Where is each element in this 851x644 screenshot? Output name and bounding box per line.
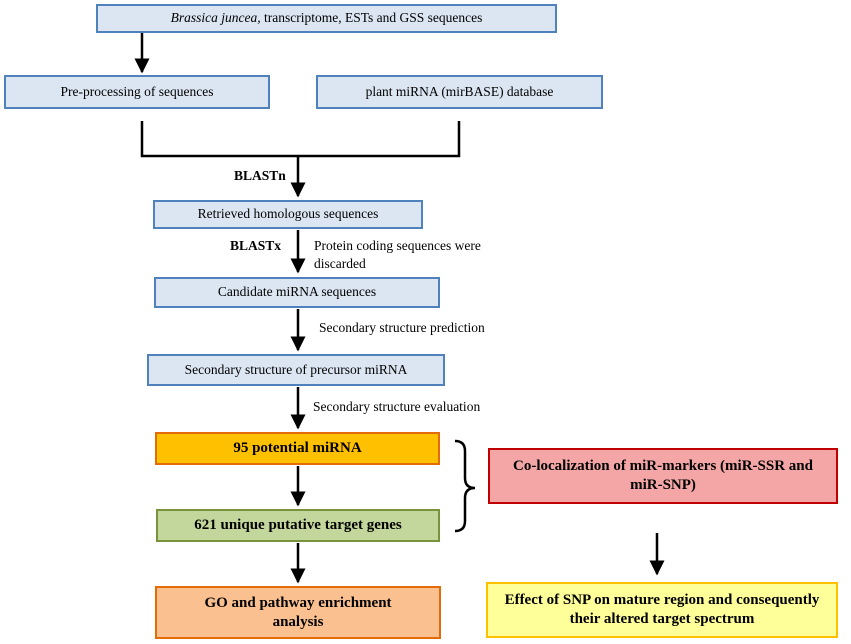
snp-effect-box: Effect of SNP on mature region and conse… [486, 582, 838, 638]
precursor-box: Secondary structure of precursor miRNA [147, 354, 445, 386]
precursor-text: Secondary structure of precursor miRNA [184, 361, 408, 377]
target-genes-text: 621 unique putative target genes [194, 517, 402, 534]
blastn-label: BLASTn [234, 168, 286, 183]
preprocessing-text: Pre-processing of sequences [60, 83, 214, 99]
merge-bracket [140, 121, 461, 158]
input-sequences-text: transcriptome, ESTs and GSS sequences [260, 10, 483, 26]
go-pathway-text: GO and pathway enrichment analysis [204, 594, 392, 630]
snp-effect-text: Effect of SNP on mature region and conse… [504, 592, 820, 627]
input-sequences-box: Brassica juncea, transcriptome, ESTs and… [96, 4, 557, 33]
candidate-text: Candidate miRNA sequences [217, 284, 377, 300]
candidate-box: Candidate miRNA sequences [154, 277, 440, 308]
mirbase-box: plant miRNA (mirBASE) database [316, 75, 603, 109]
colocalization-box: Co-localization of miR-markers (miR-SSR … [488, 448, 838, 504]
target-genes-box: 621 unique putative target genes [156, 509, 440, 542]
preprocessing-box: Pre-processing of sequences [4, 75, 270, 109]
ss-prediction-label: Secondary structure prediction [319, 320, 485, 335]
species-name: Brassica juncea, [170, 10, 261, 26]
go-pathway-box: GO and pathway enrichment analysis [155, 586, 441, 639]
protein-discarded-label-1: Protein coding sequences were [314, 238, 481, 253]
curly-brace [454, 439, 476, 533]
retrieved-box: Retrieved homologous sequences [153, 200, 423, 229]
ss-evaluation-label: Secondary structure evaluation [313, 399, 481, 414]
mirbase-text: plant miRNA (mirBASE) database [365, 83, 554, 99]
potential-mirna-box: 95 potential miRNA [155, 432, 440, 465]
potential-mirna-text: 95 potential miRNA [233, 440, 362, 457]
colocalization-text: Co-localization of miR-markers (miR-SSR … [513, 458, 813, 493]
retrieved-text: Retrieved homologous sequences [197, 206, 379, 222]
protein-discarded-label-2: discarded [314, 256, 366, 271]
blastx-label: BLASTx [230, 238, 282, 253]
